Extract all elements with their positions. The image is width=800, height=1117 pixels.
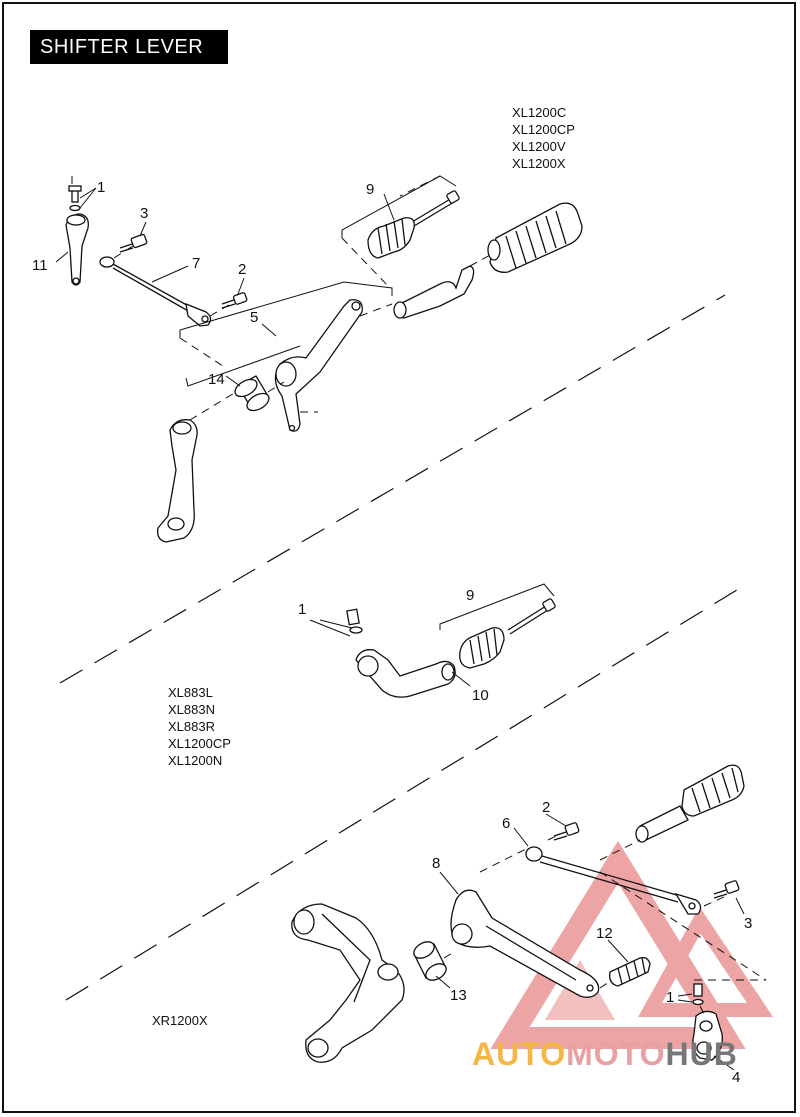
callout-number: 4 — [732, 1069, 740, 1086]
callout-number: 1 — [666, 989, 674, 1006]
footpeg-mount-part — [393, 265, 475, 319]
callout-number: 9 — [466, 587, 474, 604]
model-label: XL1200V — [512, 139, 566, 154]
shift-lever-part — [450, 889, 600, 998]
bushing-part — [234, 375, 270, 412]
bottom-leaders — [435, 813, 745, 1071]
callout-number: 9 — [366, 181, 374, 198]
model-label: XL883L — [168, 685, 213, 700]
shifter-rod-part — [99, 256, 212, 327]
model-label: XL1200C — [512, 105, 567, 120]
bolt-part — [346, 608, 363, 634]
model-label: XL883N — [168, 702, 215, 717]
bottom-guides — [443, 835, 767, 1015]
bracket-part — [692, 1010, 723, 1061]
callout-number: 11 — [32, 257, 48, 274]
model-label: XR1200X — [152, 1013, 208, 1028]
shifter-rod-part — [525, 846, 702, 915]
footpeg-pin-part — [411, 190, 460, 227]
footpeg-rubber-part — [487, 202, 583, 273]
middle-guides — [309, 583, 555, 687]
model-label: XL883R — [168, 719, 215, 734]
page-title: SHIFTER LEVER — [30, 30, 228, 64]
bolt-part — [692, 983, 704, 1006]
model-label: XL1200CP — [512, 122, 575, 137]
shift-lever-part — [274, 299, 363, 432]
heel-lever-part — [157, 419, 198, 543]
top-assembly — [65, 185, 583, 543]
callout-number: 13 — [450, 987, 467, 1004]
model-label: XL1200X — [512, 156, 566, 171]
bottom-assembly — [291, 764, 745, 1063]
bolt-part — [68, 185, 82, 212]
callout-number: 6 — [502, 815, 510, 832]
callout-number: 7 — [192, 255, 200, 272]
callout-number: 1 — [97, 179, 105, 196]
callout-number: 8 — [432, 855, 440, 872]
model-label: XL1200CP — [168, 736, 231, 751]
callout-number: 3 — [744, 915, 752, 932]
watermark-logo — [490, 840, 774, 1049]
model-label: XL1200N — [168, 753, 223, 768]
screw-part — [221, 292, 248, 309]
screw-part — [553, 822, 580, 841]
heel-lever-part — [291, 903, 405, 1063]
section-dividers — [59, 294, 746, 1001]
shifter-lever-part — [65, 213, 89, 286]
callout-number: 2 — [542, 799, 550, 816]
model-list-top: XL1200C XL1200CP XL1200V XL1200X — [512, 104, 575, 172]
model-list-middle: XL883L XL883N XL883R XL1200CP XL1200N — [168, 684, 231, 769]
callout-labels: 1 3 11 7 2 5 9 14 1 9 10 2 6 8 3 12 13 1… — [32, 179, 752, 1086]
shift-lever-part — [355, 649, 456, 698]
footpeg-pin-part — [507, 598, 556, 635]
callout-number: 5 — [250, 309, 258, 326]
callout-number: 2 — [238, 261, 246, 278]
middle-assembly — [346, 598, 556, 698]
spring-part — [367, 217, 415, 259]
top-brackets — [179, 175, 457, 387]
model-list-bottom: XR1200X — [152, 1012, 208, 1029]
screw-part — [713, 880, 740, 899]
callout-number: 3 — [140, 205, 148, 222]
bushing-part — [413, 941, 447, 981]
watermark-part: MOTO — [566, 1036, 666, 1072]
footpeg-rubber-part — [635, 764, 745, 843]
spring-part — [609, 956, 651, 987]
screw-part — [119, 233, 148, 253]
callout-number: 14 — [208, 371, 225, 388]
callout-number: 1 — [298, 601, 306, 618]
watermark-part: HUB — [665, 1036, 738, 1072]
top-leaders — [55, 187, 395, 387]
callout-number: 12 — [596, 925, 613, 942]
watermark-text: AUTOMOTOHUB — [472, 1036, 738, 1073]
callout-number: 10 — [472, 687, 489, 704]
watermark-part: AUTO — [472, 1036, 567, 1072]
spring-part — [459, 627, 505, 669]
